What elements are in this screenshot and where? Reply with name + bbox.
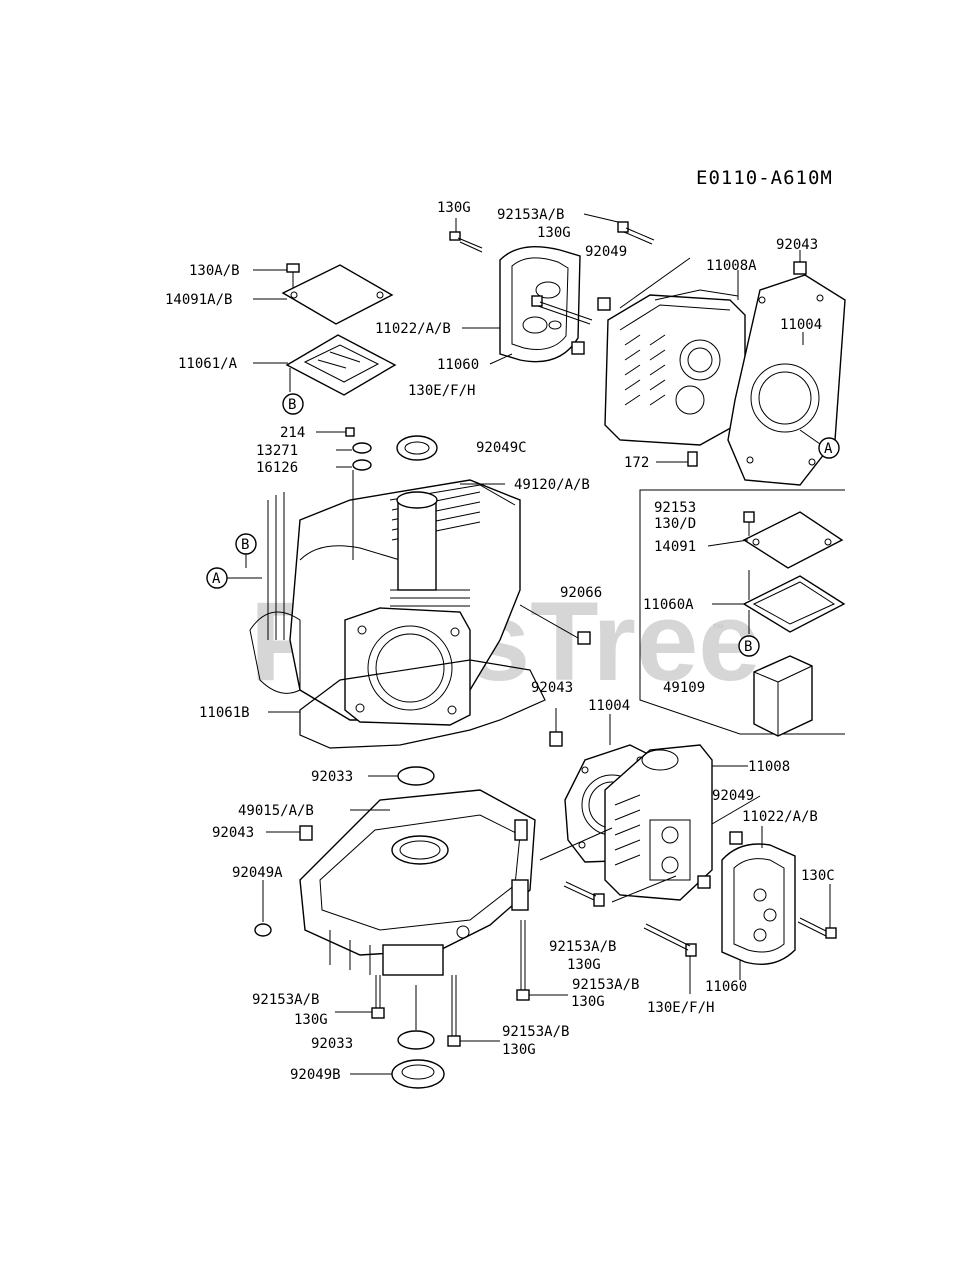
label-92043-top: 92043	[776, 237, 818, 253]
label-11004-mid: 11004	[588, 698, 630, 714]
seal-92049b[interactable]	[391, 1059, 445, 1089]
bolt-92153-bottom-left[interactable]	[371, 975, 385, 1019]
label-14091-box: 14091	[654, 539, 696, 555]
label-130g-mid: 130G	[567, 957, 601, 973]
oil-seal-92049c[interactable]	[396, 435, 438, 461]
bolt-130efh-lower[interactable]	[643, 923, 697, 957]
label-130g-top2: 130G	[537, 225, 571, 241]
label-214: 214	[280, 425, 305, 441]
label-92049c: 92049C	[476, 440, 527, 456]
label-92153ab-bm: 92153A/B	[502, 1024, 569, 1040]
label-49015ab: 49015/A/B	[238, 803, 314, 819]
plug-92066[interactable]	[577, 631, 591, 645]
head-cover-lower[interactable]	[721, 843, 796, 965]
label-92033-bot: 92033	[311, 1036, 353, 1052]
label-49109-box: 49109	[663, 680, 705, 696]
label-130efh-bot: 130E/F/H	[647, 1000, 714, 1016]
label-130g-bl: 130G	[294, 1012, 328, 1028]
bolt-92153-right[interactable]	[563, 881, 605, 907]
o-ring-92033-top[interactable]	[397, 766, 435, 786]
label-11022ab-top: 11022/A/B	[375, 321, 451, 337]
label-92153ab-mid2: 92153A/B	[572, 977, 639, 993]
callout-b-box-label: B	[744, 639, 752, 655]
label-13271: 13271	[256, 443, 298, 459]
bolt-130efh-upper[interactable]	[531, 295, 593, 325]
crankcase-main[interactable]	[249, 479, 521, 726]
cylinder-head-upper[interactable]	[571, 289, 746, 446]
label-11060a-box: 11060A	[643, 597, 694, 613]
label-11022ab-bot: 11022/A/B	[742, 809, 818, 825]
label-130d-box: 130/D	[654, 516, 696, 532]
bolt-92153-center[interactable]	[516, 920, 530, 1001]
label-92033-top: 92033	[311, 769, 353, 785]
label-130g-bm: 130G	[502, 1042, 536, 1058]
callout-b-left-label: B	[241, 537, 249, 553]
breather-cover-assembly[interactable]	[281, 263, 397, 396]
label-130efh-top: 130E/F/H	[408, 383, 475, 399]
label-11061a: 11061/A	[178, 356, 238, 372]
cylinder-head-lower[interactable]	[604, 744, 743, 901]
diagram-code: E0110-A610M	[696, 167, 833, 189]
label-16126: 16126	[256, 460, 298, 476]
dowel-92043-mid[interactable]	[549, 731, 563, 747]
bolt-92153-upper[interactable]	[617, 221, 655, 245]
label-92043-mid: 92043	[531, 680, 573, 696]
label-92049a: 92049A	[232, 865, 283, 881]
callout-b-top-label: B	[288, 397, 296, 413]
label-92066: 92066	[560, 585, 602, 601]
label-11008: 11008	[748, 759, 790, 775]
dowel-92043-bottom[interactable]	[299, 825, 313, 841]
label-11004-top: 11004	[780, 317, 822, 333]
gasket-11061b[interactable]	[299, 659, 546, 749]
label-11008a: 11008A	[706, 258, 757, 274]
watermark-trademark: ™	[712, 621, 724, 635]
label-92049-top: 92049	[585, 244, 627, 260]
label-11061b: 11061B	[199, 705, 250, 721]
bolt-130c[interactable]	[797, 917, 837, 939]
label-130g-top: 130G	[437, 200, 471, 216]
label-92153ab-mid: 92153A/B	[549, 939, 616, 955]
callout-b-top	[282, 393, 304, 415]
part-labels: 130G 92153A/B 130G 92049 11008A 92043 11…	[165, 200, 835, 1083]
oil-pan-49015[interactable]	[299, 789, 536, 976]
small-parts-214-13271-16126[interactable]	[345, 427, 372, 560]
label-172: 172	[624, 455, 649, 471]
inset-breather-parts[interactable]	[742, 511, 846, 737]
bolt-92153-bottom-mid[interactable]	[447, 975, 461, 1047]
label-92153ab-top: 92153A/B	[497, 207, 564, 223]
dowel-92043-top[interactable]	[793, 261, 807, 275]
label-92043-bot: 92043	[212, 825, 254, 841]
label-49120ab: 49120/A/B	[514, 477, 590, 493]
callout-a-right	[818, 437, 840, 459]
seal-92049a[interactable]	[254, 923, 272, 937]
label-14091ab: 14091A/B	[165, 292, 232, 308]
label-130c: 130C	[801, 868, 835, 884]
callout-b-box	[738, 635, 760, 657]
label-92153ab-bl: 92153A/B	[252, 992, 319, 1008]
label-92049b: 92049B	[290, 1067, 341, 1083]
label-11060-bot: 11060	[705, 979, 747, 995]
callout-a-left-label: A	[212, 571, 221, 587]
label-130ab: 130A/B	[189, 263, 240, 279]
label-11060-top: 11060	[437, 357, 479, 373]
label-92049-mid: 92049	[712, 788, 754, 804]
label-130g-mid2: 130G	[571, 994, 605, 1010]
label-92153-box: 92153	[654, 500, 696, 516]
o-ring-92033-bottom[interactable]	[397, 1030, 435, 1050]
callout-a-right-label: A	[824, 441, 833, 457]
stud-172[interactable]	[687, 451, 698, 467]
